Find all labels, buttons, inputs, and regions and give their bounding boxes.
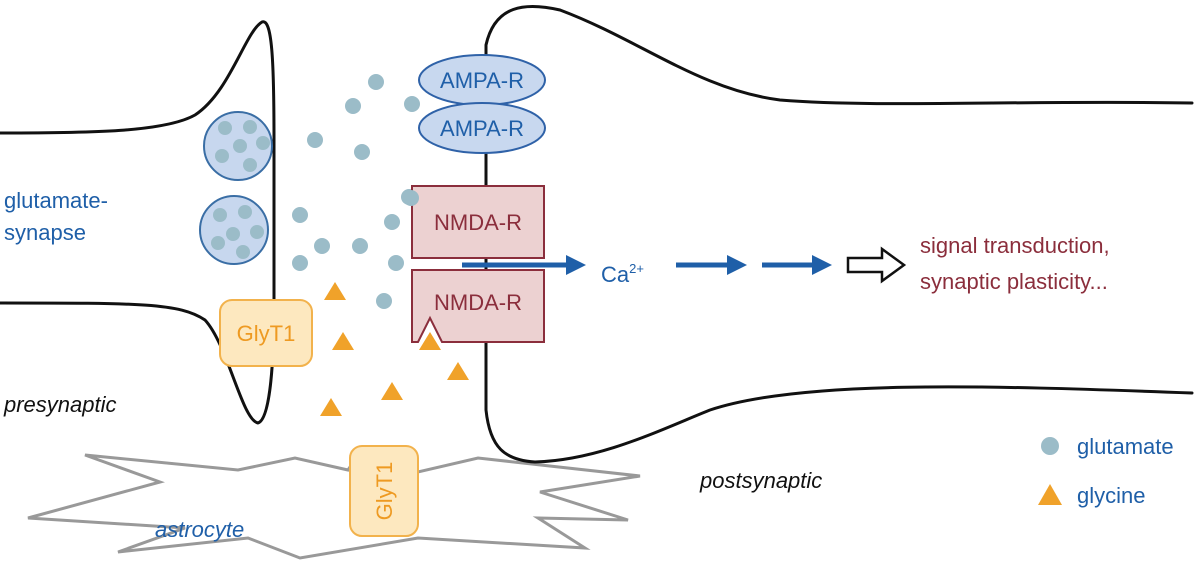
calcium-label: Ca2+ xyxy=(601,261,644,287)
signal-arrow-3 xyxy=(762,255,832,275)
glyt1-presynaptic: GlyT1 xyxy=(219,299,313,367)
presynaptic-label: presynaptic xyxy=(3,392,117,417)
synapse-label-line-1: glutamate- xyxy=(4,188,108,213)
nmda-bottom-label: NMDA-R xyxy=(434,290,522,315)
ampa-receptor-bottom: AMPA-R xyxy=(418,102,546,154)
astrocyte-shape xyxy=(27,450,641,560)
ampa-bottom-label: AMPA-R xyxy=(440,116,524,141)
signal-arrow-1 xyxy=(462,255,586,275)
legend-glycine-marker xyxy=(1038,484,1062,505)
ampa-top-label: AMPA-R xyxy=(440,68,524,93)
astrocyte-label: astrocyte xyxy=(155,517,244,542)
bound-glutamate xyxy=(403,190,419,206)
glyt1-pre-label: GlyT1 xyxy=(237,321,296,346)
presynaptic-membrane xyxy=(0,20,276,425)
calcium-text: Ca xyxy=(601,262,630,287)
legend-glutamate-label: glutamate xyxy=(1077,434,1174,459)
nmda-receptor-bottom: NMDA-R xyxy=(411,269,545,343)
postsynaptic-membrane xyxy=(484,4,1194,464)
legend-glycine-label: glycine xyxy=(1077,483,1145,508)
ampa-receptor-top: AMPA-R xyxy=(418,54,546,106)
signal-arrow-hollow xyxy=(846,246,907,284)
legend-glutamate-marker xyxy=(1041,437,1059,455)
calcium-superscript: 2+ xyxy=(629,261,644,276)
vesicle-bottom xyxy=(199,195,269,265)
result-line-1: signal transduction, xyxy=(920,233,1110,258)
result-line-2: synaptic plasticity... xyxy=(920,269,1108,294)
signal-arrow-2 xyxy=(676,255,747,275)
legend: glutamate glycine xyxy=(1038,434,1174,508)
synapse-label-line-2: synapse xyxy=(4,220,86,245)
glyt1-astrocyte: GlyT1 xyxy=(349,445,419,537)
glycine-molecules xyxy=(320,282,469,416)
glutamate-molecules xyxy=(292,74,420,309)
postsynaptic-label: postsynaptic xyxy=(699,468,822,493)
nmda-receptor-top: NMDA-R xyxy=(411,185,545,259)
glyt1-astro-label: GlyT1 xyxy=(372,462,397,521)
vesicle-top xyxy=(203,111,273,181)
nmda-top-label: NMDA-R xyxy=(434,210,522,235)
